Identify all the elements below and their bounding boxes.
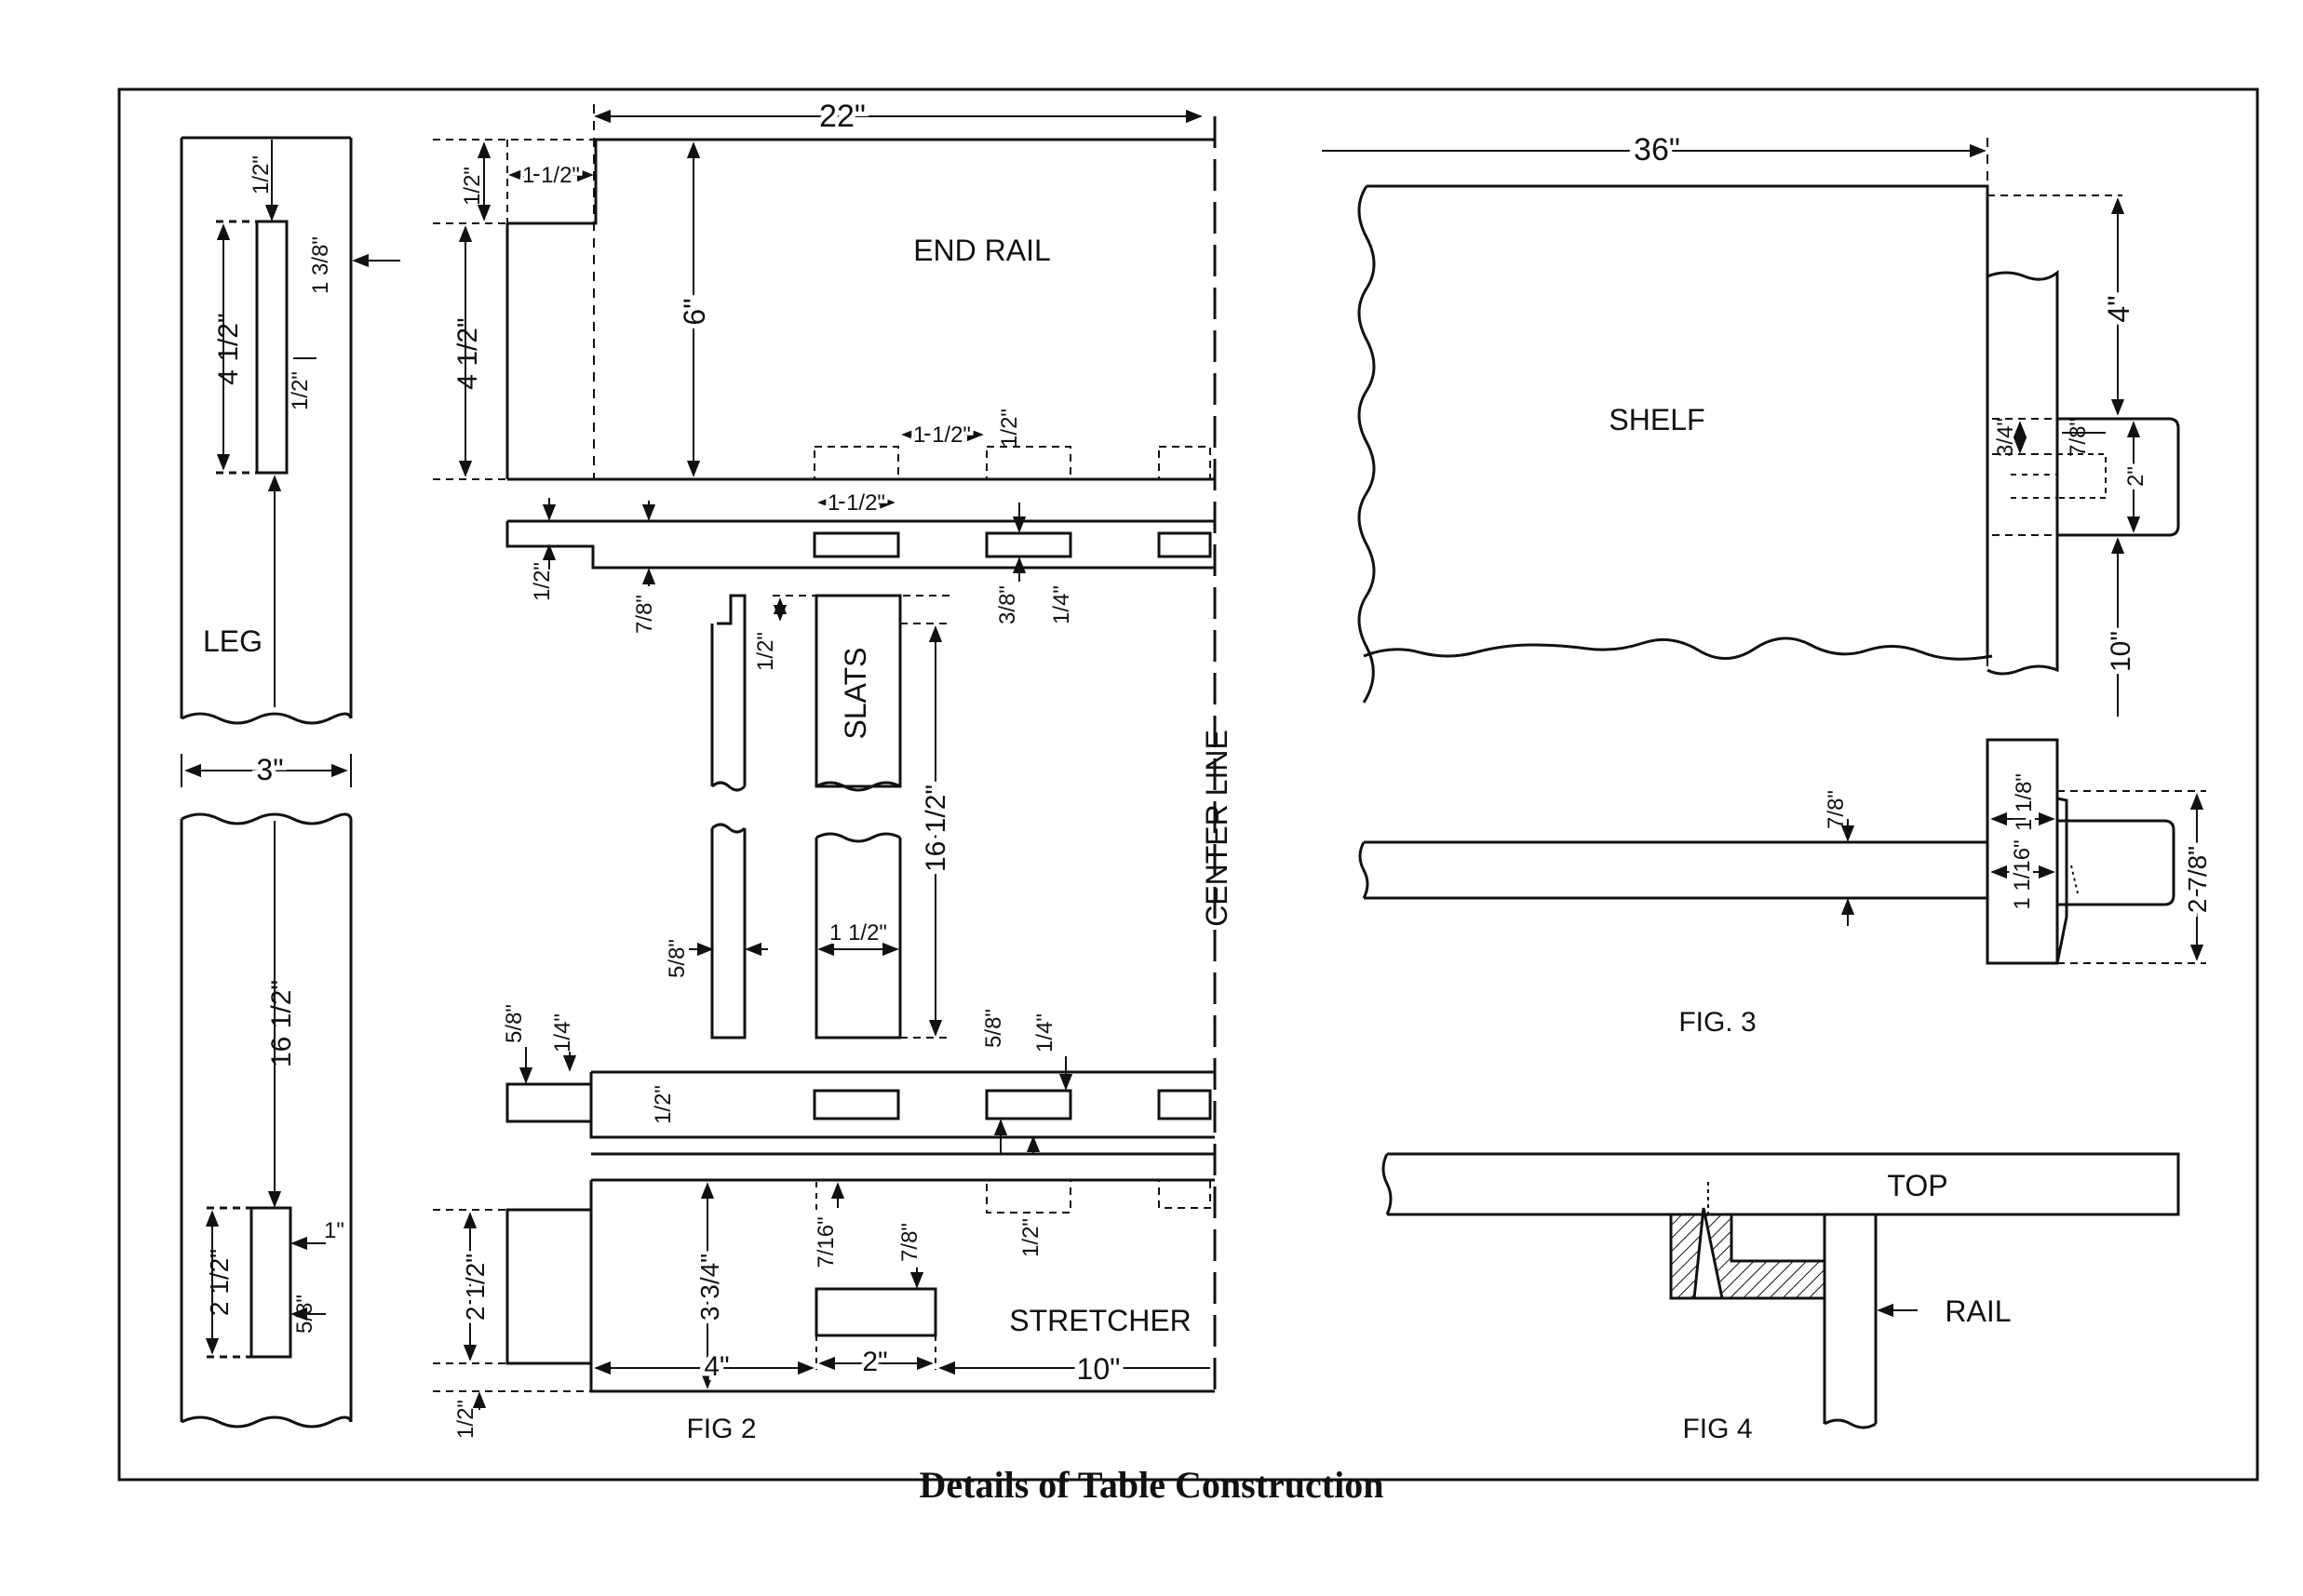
dim-leg-lower-len: 16 1/2" — [266, 980, 297, 1067]
dim-rail-thickness: 7/8" — [632, 595, 657, 634]
dim-leg-mortise-width: 1/2" — [288, 371, 313, 410]
dim-str-7-8: 7/8" — [897, 1223, 923, 1262]
dim-shelf-4: 4" — [2102, 295, 2135, 322]
dim-shelf-2-7-8: 2 7/8" — [2183, 846, 2212, 913]
dim-str-tenon-height: 2 1/2" — [461, 1254, 490, 1321]
dim-end-rail-height: 6" — [678, 298, 711, 325]
fig3-label: FIG. 3 — [1678, 1007, 1756, 1038]
dim-tenon-top: 1/2" — [460, 167, 485, 206]
fig4-label: FIG 4 — [1682, 1414, 1752, 1444]
dim-slat-thickness: 5/8" — [665, 939, 690, 978]
dim-str-bottom-half: 1/2" — [1018, 1218, 1044, 1257]
dim-leg-mortise-len: 4 1/2" — [213, 313, 244, 384]
dim-shelf-thick-7-8: 7/8" — [1824, 790, 1849, 829]
top-and-rail-section — [1381, 1152, 2180, 1429]
dim-slat-mortise-1-4: 1/4" — [1049, 585, 1074, 624]
dim-slat-mortise-len: 1 1/2" — [828, 490, 885, 516]
leg-upper — [180, 136, 400, 725]
dim-str-mortise-1-4: 1/4" — [1032, 1013, 1057, 1053]
dim-str-mortise-2: 2" — [862, 1347, 887, 1377]
dim-tenon-height: 4 1/2" — [452, 317, 483, 389]
dim-slat-mortise-3-8: 3/8" — [995, 585, 1020, 624]
dim-slat-width: 1 1/2" — [829, 920, 887, 946]
dim-half-length: 22" — [819, 99, 866, 134]
dim-slat-gap: 1/2" — [997, 409, 1022, 448]
label-rail: RAIL — [1945, 1294, 2011, 1328]
label-center-line: CENTER LINE — [1200, 730, 1233, 927]
dim-leg-mortise-offset: 1 3/8" — [308, 236, 333, 294]
dim-shelf-1-1-8: 1 1/8" — [2012, 773, 2037, 831]
end-rail — [433, 138, 1215, 510]
dim-rail-shoulder: 1/2" — [530, 562, 555, 601]
fig2-label: FIG 2 — [686, 1414, 756, 1444]
dim-slat-half: 1/2" — [753, 632, 778, 671]
dim-str-height: 3 3/4" — [695, 1254, 724, 1321]
label-end-rail: END RAIL — [913, 234, 1051, 267]
dim-str-off-4: 4" — [704, 1351, 729, 1382]
leg-lower — [180, 812, 353, 1428]
dim-str-half: 1/2" — [651, 1085, 676, 1124]
end-rail-section — [505, 498, 1215, 586]
dim-slat-length: 16 1/2" — [921, 785, 951, 872]
stretcher-section — [505, 1047, 1215, 1154]
dim-shelf-2: 2" — [2123, 466, 2148, 487]
dim-leg-lower-mortise: 2 1/2" — [205, 1249, 234, 1316]
label-shelf: SHELF — [1609, 403, 1704, 436]
label-top: TOP — [1887, 1169, 1947, 1202]
label-leg: LEG — [203, 624, 263, 658]
label-stretcher: STRETCHER — [1009, 1304, 1192, 1337]
dim-str-mortise-5-8: 5/8" — [981, 1009, 1006, 1048]
dim-slat-spacing: 1 1/2" — [913, 422, 971, 448]
dim-shelf-length: 36" — [1634, 132, 1680, 168]
figure-caption: Details of Table Construction — [919, 1464, 1384, 1506]
dim-str-edge-half: 1/2" — [453, 1400, 478, 1439]
dim-tenon-len: 1 1/2" — [522, 163, 580, 188]
dim-str-7-16: 7/16" — [814, 1216, 839, 1267]
dim-str-tenon-1-4: 1/4" — [550, 1013, 575, 1053]
dim-str-tenon-5-8: 5/8" — [502, 1004, 527, 1043]
dim-shelf-1-1-16: 1 1/16" — [2010, 839, 2035, 909]
dim-str-off-10: 10" — [1077, 1352, 1121, 1386]
dim-leg-top-half: 1/2" — [249, 155, 274, 194]
label-slats: SLATS — [839, 648, 872, 740]
dim-shelf-3-4: 3/4" — [1993, 418, 2018, 457]
shelf — [1357, 184, 2180, 717]
slats — [689, 594, 949, 1039]
dim-shelf-7-8: 7/8" — [2066, 418, 2091, 457]
shelf-section — [1358, 738, 2206, 965]
dim-leg-lower-mortise-w: 1" — [324, 1218, 344, 1243]
dim-leg-lower-mortise-off: 5/8" — [292, 1294, 317, 1334]
dim-leg-width: 3" — [256, 753, 283, 786]
dim-shelf-10: 10" — [2106, 631, 2136, 672]
stretcher — [433, 1152, 1215, 1410]
drawing-frame — [117, 87, 2259, 1482]
